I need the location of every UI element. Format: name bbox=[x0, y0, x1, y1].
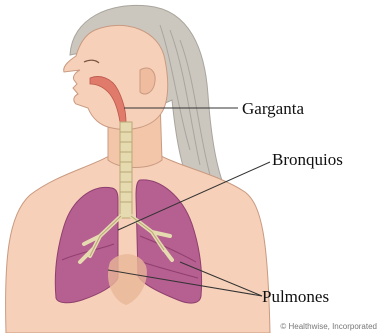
trachea bbox=[120, 122, 132, 218]
credit-text: © Healthwise, Incorporated bbox=[280, 322, 377, 331]
label-lungs: Pulmones bbox=[262, 287, 329, 306]
label-throat: Garganta bbox=[242, 99, 304, 118]
label-bronchi: Bronquios bbox=[272, 150, 343, 169]
